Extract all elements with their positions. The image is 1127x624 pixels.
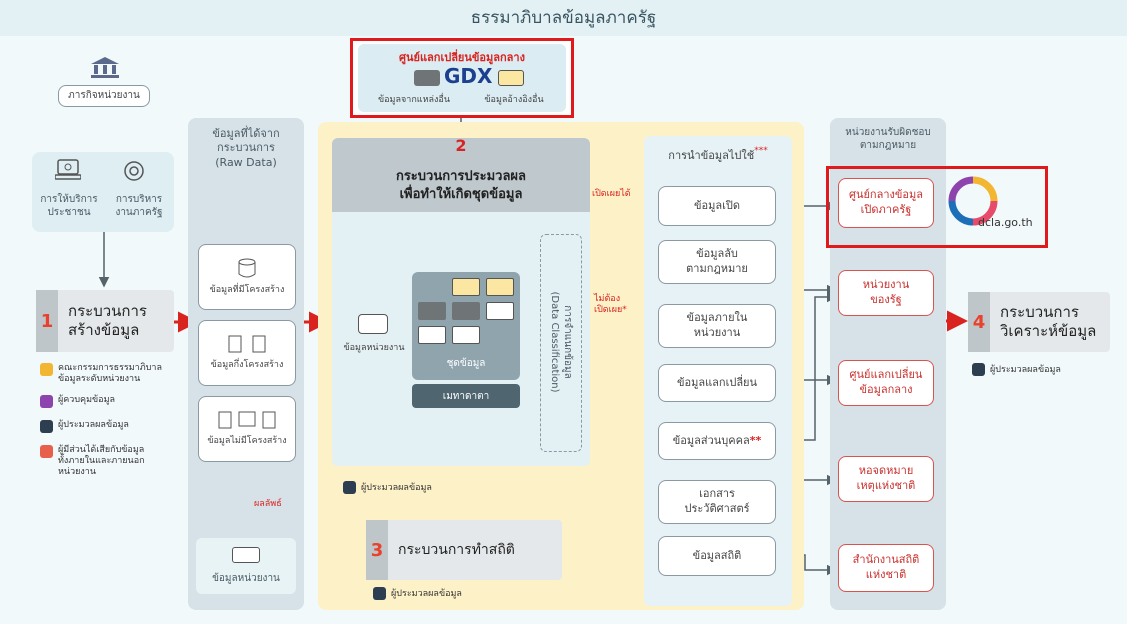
person-icon — [40, 394, 53, 408]
left-roles-legend: คณะกรรมการธรรมาภิบาล ข้อมูลระดับหน่วยงาน… — [40, 363, 185, 478]
person-icon — [40, 419, 53, 433]
reference-data-icon — [498, 70, 524, 86]
role-processor: ผู้ประมวลผลข้อมูล — [40, 419, 185, 433]
usage-title: การนำข้อมูลไปใช้*** — [668, 146, 768, 162]
external-data-icon — [414, 70, 440, 86]
usage-historical-docs: เอกสาร ประวัติศาสตร์ — [658, 480, 776, 524]
role-controller: ผู้ควบคุมข้อมูล — [40, 394, 185, 408]
closed-label: ไม่ต้อง เปิดเผย* — [594, 294, 627, 315]
dataset-label: ชุดข้อมูล — [446, 358, 486, 369]
data-icon — [232, 547, 260, 563]
gdx-logo: GDX — [444, 64, 493, 88]
classification-box — [540, 234, 582, 452]
role-stakeholder: ผู้มีส่วนได้เสียกับข้อมูล ทั้งภายในและภา… — [40, 444, 185, 479]
dataset-cell — [486, 278, 514, 296]
page-title: ธรรมาภิบาลข้อมูลภาครัฐ — [0, 0, 1127, 36]
usage-secret-data: ข้อมูลลับ ตามกฎหมาย — [658, 240, 776, 284]
process-1-number: 1 — [36, 290, 58, 352]
person-icon — [40, 363, 53, 376]
dataset-cell — [418, 326, 446, 344]
process-3-label: กระบวนการทำสถิติ — [398, 541, 515, 558]
dga-logo: dcla.go.th — [948, 176, 1044, 242]
document-icon — [262, 411, 276, 429]
dga-ring-icon — [948, 176, 998, 226]
resp-state-agency: หน่วยงาน ของรัฐ — [838, 270, 934, 316]
usage-statistics-data: ข้อมูลสถิติ — [658, 536, 776, 576]
service-citizen-label: การให้บริการ ประชาชน — [40, 194, 98, 218]
process-4-processor: ผู้ประมวลผลข้อมูล — [972, 362, 1061, 376]
resp-gdx-center: ศูนย์แลกเปลี่ยน ข้อมูลกลาง — [838, 360, 934, 406]
gdx-left-label: ข้อมูลจากแหล่งอื่น — [378, 95, 450, 105]
process-4-number: 4 — [968, 292, 990, 352]
open-label: เปิดเผยได้ — [592, 189, 631, 199]
responsible-title: หน่วยงานรับผิดชอบ ตามกฎหมาย — [845, 127, 931, 151]
process-1-label: กระบวนการ สร้างข้อมูล — [68, 301, 147, 340]
file-icon — [252, 335, 266, 353]
dataset-cell — [452, 302, 480, 320]
resp-statistics-office: สำนักงานสถิติ แห่งชาติ — [838, 544, 934, 592]
person-icon — [373, 586, 386, 600]
unstructured-data: ข้อมูลไม่มีโครงสร้าง — [198, 396, 296, 462]
usage-personal-data: ข้อมูลส่วนบุคคล** — [658, 422, 776, 460]
classification-label: การจำแนกข้อมูล (Data Classification) — [549, 291, 573, 393]
dataset-cell — [486, 302, 514, 320]
process-1-create-data: 1 กระบวนการ สร้างข้อมูล — [36, 290, 174, 352]
open-data-highlight — [826, 166, 1048, 248]
agency-mission: ภารกิจหน่วยงาน — [58, 85, 150, 107]
dataset-cell — [418, 302, 446, 320]
structured-data: ข้อมูลที่มีโครงสร้าง — [198, 244, 296, 310]
result-label: ผลลัพธ์ — [254, 499, 282, 509]
process-3-statistics: 3 กระบวนการทำสถิติ — [366, 520, 562, 580]
metadata-label: เมทาดาตา — [412, 384, 520, 408]
process-4-label: กระบวนการ วิเคราะห์ข้อมูล — [1000, 302, 1097, 341]
process-4-analysis: 4 กระบวนการ วิเคราะห์ข้อมูล — [968, 292, 1110, 352]
input-data-icon — [358, 314, 388, 334]
usage-open-data: ข้อมูลเปิด — [658, 186, 776, 226]
gdx-title: ศูนย์แลกเปลี่ยนข้อมูลกลาง — [399, 51, 525, 64]
process-2-header — [332, 138, 590, 212]
file-icons — [228, 335, 266, 353]
person-icon — [972, 362, 985, 376]
agency-data-output-label: ข้อมูลหน่วยงาน — [212, 573, 280, 584]
dataset-cell — [452, 326, 480, 344]
database-icon — [238, 258, 256, 278]
resp-national-archives: หอจดหมาย เหตุแห่งชาติ — [838, 456, 934, 502]
gdx-right-label: ข้อมูลอ้างอิงอื่น — [484, 95, 544, 105]
gdx-box — [358, 44, 566, 112]
services-panel — [32, 152, 174, 232]
role-committee: คณะกรรมการธรรมาภิบาล ข้อมูลระดับหน่วยงาน — [40, 363, 185, 386]
bank-icon — [90, 56, 120, 78]
usage-exchange-data: ข้อมูลแลกเปลี่ยน — [658, 364, 776, 402]
raw-data-title: ข้อมูลที่ได้จาก กระบวนการ (Raw Data) — [212, 127, 280, 169]
person-icon — [40, 444, 53, 458]
process-3-number: 3 — [366, 520, 388, 580]
gear-icon — [122, 159, 146, 183]
dataset-cell — [452, 278, 480, 296]
document-icons — [218, 411, 276, 429]
process-2-processor: ผู้ประมวลผลข้อมูล — [343, 480, 432, 494]
service-admin-label: การบริหาร งานภาครัฐ — [115, 194, 163, 218]
semi-structured-data: ข้อมูลกึ่งโครงสร้าง — [198, 320, 296, 386]
process-2-input-label: ข้อมูลหน่วยงาน — [343, 343, 405, 353]
document-icon — [218, 411, 232, 429]
usage-internal-data: ข้อมูลภายใน หน่วยงาน — [658, 304, 776, 348]
person-icon — [343, 480, 356, 494]
process-2-number: 2 — [455, 136, 467, 155]
process-2-title: กระบวนการประมวลผล เพื่อทำให้เกิดชุดข้อมู… — [395, 169, 527, 202]
resp-open-data-center: ศูนย์กลางข้อมูล เปิดภาครัฐ — [838, 178, 934, 228]
process-3-processor: ผู้ประมวลผลข้อมูล — [373, 586, 462, 600]
image-icon — [238, 411, 256, 427]
laptop-service-icon — [54, 159, 82, 181]
file-icon — [228, 335, 242, 353]
dga-url: dcla.go.th — [978, 216, 1033, 229]
